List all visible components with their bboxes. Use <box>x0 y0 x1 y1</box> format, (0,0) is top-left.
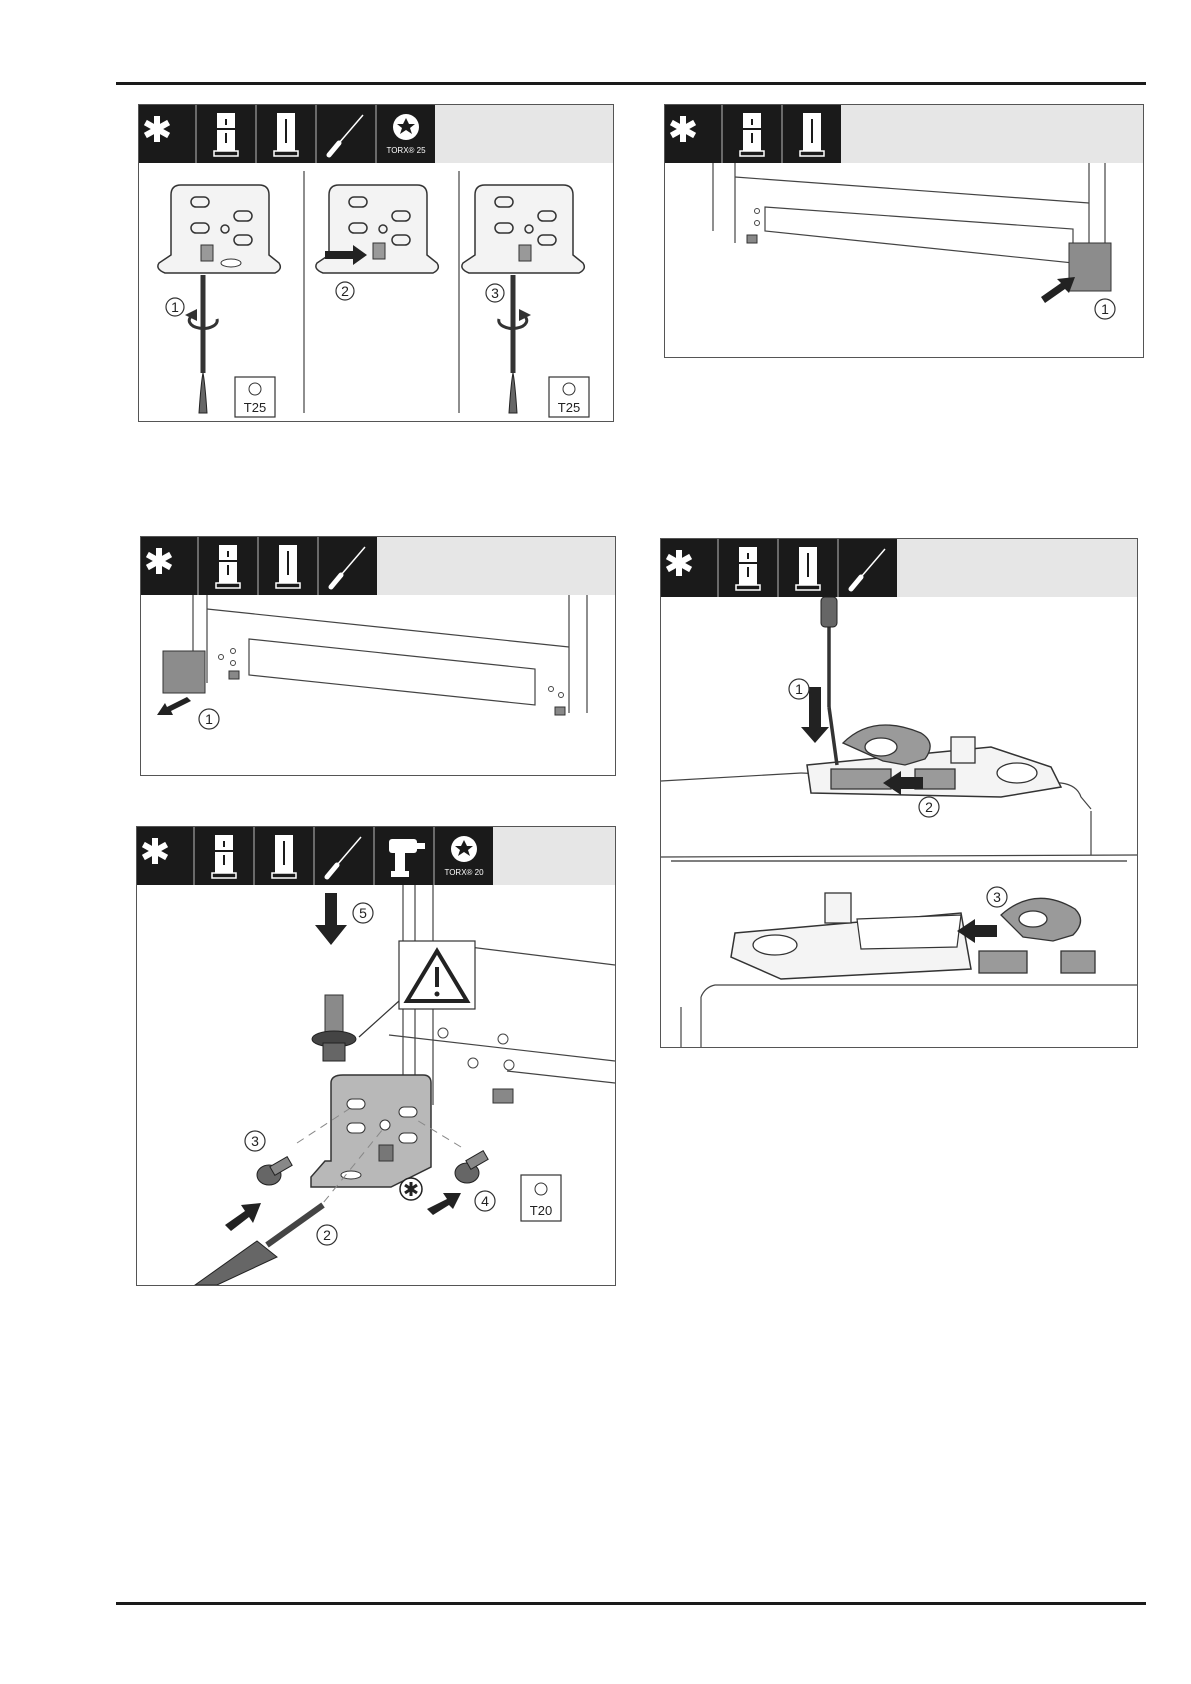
panel-header: TORX® 20 <box>137 827 615 885</box>
panel-body: 1 2 3 <box>661 597 1137 1047</box>
panel-body: 1 T25 2 <box>139 163 613 421</box>
fridge-icon <box>257 537 317 595</box>
step-number: 4 <box>481 1193 489 1209</box>
torx-icon: TORX® 20 <box>433 827 493 885</box>
fridge-icon <box>255 105 315 163</box>
hinge-bracket-2 <box>316 185 438 273</box>
tool-size-label: T20 <box>530 1203 552 1218</box>
asterisk-icon <box>665 105 721 163</box>
panel-base-cover-press: 1 <box>664 104 1144 358</box>
screwdriver-icon <box>313 827 373 885</box>
screwdriver-icon <box>837 539 897 597</box>
fridge-freezer-icon <box>197 537 257 595</box>
screwdriver-icon <box>315 105 375 163</box>
tool-size-label: T25 <box>244 400 266 415</box>
top-rule <box>116 82 1146 85</box>
asterisk-icon <box>137 827 193 885</box>
torx-label: TORX® 25 <box>386 146 426 155</box>
hinge-bracket-3 <box>462 185 584 273</box>
step-number: 1 <box>795 681 803 697</box>
panel-body: 1 <box>141 595 615 775</box>
panel-body: 1 <box>665 163 1143 357</box>
step-number: 1 <box>1101 301 1109 317</box>
fridge-freezer-icon <box>721 105 781 163</box>
panel-hinge-cap: 1 2 3 <box>660 538 1138 1048</box>
asterisk-icon <box>661 539 717 597</box>
fridge-icon <box>777 539 837 597</box>
step-number: 3 <box>491 285 499 301</box>
step-number: 2 <box>341 283 349 299</box>
hinge-bracket-1 <box>158 185 280 273</box>
fridge-freezer-icon <box>193 827 253 885</box>
bottom-rule <box>116 1602 1146 1605</box>
screw-left <box>257 1157 292 1185</box>
fridge-freezer-icon <box>717 539 777 597</box>
panel-hinge-torx25: TORX® 25 1 T25 <box>138 104 614 422</box>
tool-size-label: T25 <box>558 400 580 415</box>
step-number: 1 <box>205 711 213 727</box>
panel-body: 5 <box>137 885 615 1285</box>
panel-header <box>661 539 1137 597</box>
step-number: 5 <box>359 905 367 921</box>
step-number: 2 <box>323 1227 331 1243</box>
step-number: 3 <box>993 889 1001 905</box>
asterisk-icon <box>139 105 195 163</box>
fridge-freezer-icon <box>195 105 255 163</box>
panel-header <box>665 105 1143 163</box>
fridge-icon <box>253 827 313 885</box>
panel-base-cover-remove: 1 <box>140 536 616 776</box>
asterisk-icon <box>141 537 197 595</box>
torx-icon: TORX® 25 <box>375 105 435 163</box>
hinge-bracket <box>311 1075 431 1187</box>
step-number: 2 <box>925 799 933 815</box>
screw-right <box>455 1151 488 1183</box>
panel-header: TORX® 25 <box>139 105 613 163</box>
cordless-drill-icon <box>373 827 433 885</box>
warning-icon <box>359 941 475 1037</box>
step-number: 3 <box>251 1133 259 1149</box>
torx-label: TORX® 20 <box>444 868 484 877</box>
panel-hinge-mounting-torx20: TORX® 20 5 <box>136 826 616 1286</box>
screwdriver-icon <box>317 537 377 595</box>
step-number: 1 <box>171 299 179 315</box>
panel-header <box>141 537 615 595</box>
fridge-icon <box>781 105 841 163</box>
